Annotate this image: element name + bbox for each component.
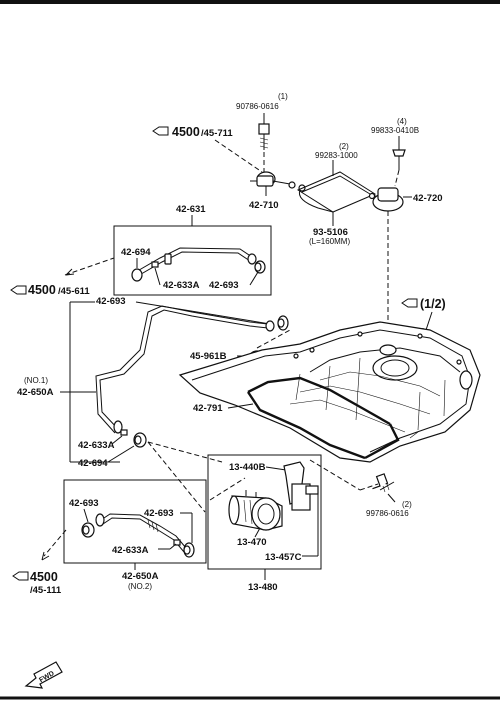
ref-num-left: 4500 (28, 283, 56, 297)
pipe-assembly-42-631 (131, 247, 257, 282)
part-number-99833: 99833-0410B (371, 126, 419, 135)
reference-half: (1/2) (401, 297, 446, 311)
reference-4500-left: 4500 /45-611 (10, 283, 90, 297)
ref-num-top: 4500 (172, 125, 200, 139)
part-93-5106: 93-5106 (313, 227, 348, 238)
assembly-box-42-631 (113, 225, 272, 296)
insulator-42-791 (247, 376, 400, 460)
ref-sub-bottom: /45-111 (30, 585, 62, 596)
fuel-tank (178, 321, 481, 463)
ref-half-label: (1/2) (420, 297, 446, 311)
length-note: (L=160MM) (309, 237, 350, 246)
ref-sub-left: /45-611 (58, 286, 90, 297)
label-no1: (NO.1) (24, 376, 48, 385)
part-13-457C: 13-457C (265, 552, 302, 563)
part-45-961B: 45-961B (190, 351, 227, 362)
part-42-633A-a: 42-633A (163, 280, 200, 291)
part-13-470: 13-470 (237, 537, 267, 548)
part-number-99283: 99283-1000 (315, 151, 358, 160)
fwd-arrow-icon: FWD (24, 661, 63, 689)
fuel-pump-13-470 (228, 461, 311, 531)
part-42-710: 42-710 (249, 200, 279, 211)
reference-4500-bottom: 4500 /45-111 (12, 570, 62, 596)
bolt-90786-bottom (372, 473, 395, 493)
part-42-693-c: 42-693 (69, 498, 99, 509)
connector-13-457C (305, 485, 319, 495)
pipe-42-650A-no1 (95, 305, 289, 448)
part-42-633A-b: 42-633A (78, 440, 115, 451)
vent-valve-42-720 (368, 187, 412, 212)
qty-label-2-top: (2) (339, 142, 349, 151)
part-42-693-d: 42-693 (144, 508, 174, 519)
part-42-791: 42-791 (193, 403, 223, 414)
part-42-694-a: 42-694 (121, 247, 151, 258)
part-number-90786-top: 90786-0616 (236, 102, 279, 111)
part-number-90786-bottom: 99786-0616 (366, 509, 409, 518)
qty-label-4: (4) (397, 117, 407, 126)
label-no2: (NO.2) (128, 582, 152, 591)
part-42-693-b: 42-693 (96, 296, 126, 307)
reference-4500-top: 4500 /45-711 (152, 125, 233, 139)
part-42-633A-c: 42-633A (112, 545, 149, 556)
hose-93-5106 (296, 171, 377, 213)
ref-sub-top: /45-711 (201, 128, 233, 139)
bolt-90786-top (258, 113, 270, 150)
screw-99833 (392, 136, 406, 170)
check-valve-42-710 (250, 171, 296, 196)
part-42-650A-2: 42-650A (122, 571, 159, 582)
part-42-650A: 42-650A (17, 387, 54, 398)
part-42-631: 42-631 (176, 204, 206, 215)
ref-num-bottom: 4500 (30, 570, 58, 584)
pipe-42-650A-no2 (81, 513, 195, 558)
qty-label-1: (1) (278, 92, 288, 101)
part-13-440B: 13-440B (229, 462, 266, 473)
part-13-480: 13-480 (248, 582, 278, 593)
hose-42-693-a (254, 260, 266, 274)
part-42-693-a: 42-693 (209, 280, 239, 291)
part-42-694-b: 42-694 (78, 458, 108, 469)
part-42-720: 42-720 (413, 193, 443, 204)
qty-label-2-bottom: (2) (402, 500, 412, 509)
